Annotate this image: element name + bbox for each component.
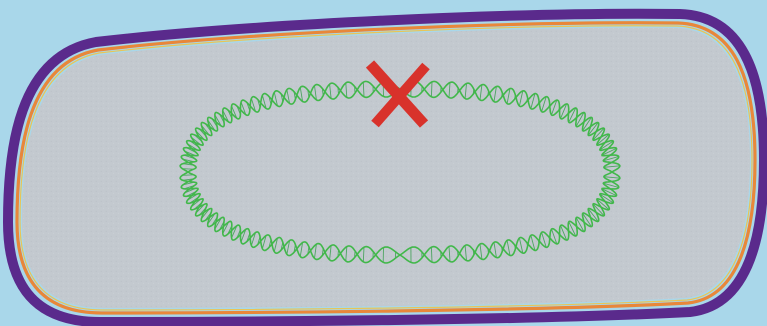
cytoplasm-texture — [22, 28, 750, 308]
